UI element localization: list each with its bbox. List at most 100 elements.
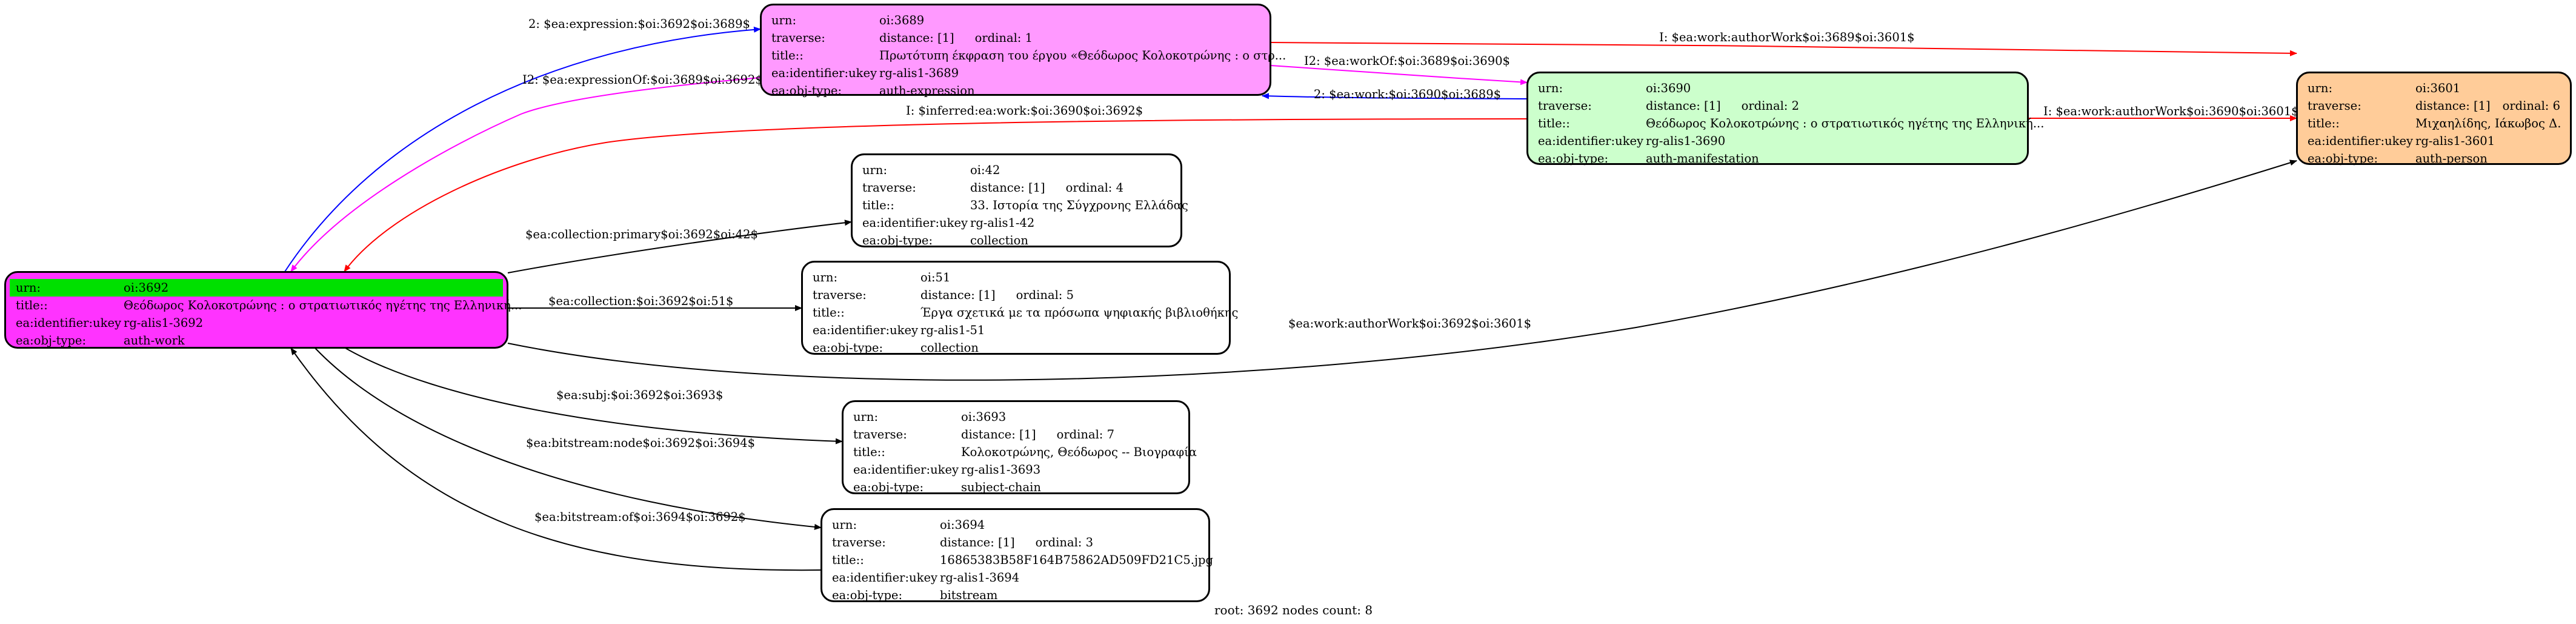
node-row-key: ea:obj-type: bbox=[2308, 152, 2378, 166]
node-row-key: urn: bbox=[832, 518, 857, 532]
node-row-value: rg-alis1-3690 bbox=[1646, 134, 1726, 148]
node-row-key: traverse: bbox=[771, 31, 825, 45]
node-oi-3689[interactable]: urn: oi:3689 traverse: distance: [1] ordinal… bbox=[760, 4, 1286, 98]
node-row-value: bitstream bbox=[940, 588, 998, 602]
node-row-key: ea:identifier:ukey bbox=[813, 323, 918, 337]
node-row-value: distance: [1] bbox=[961, 428, 1036, 441]
edge-label-authorWork-3689: I: $ea:work:authorWork$oi:3689$oi:3601$ bbox=[1659, 30, 1915, 44]
node-row-ordinal: ordinal: 6 bbox=[2502, 99, 2560, 113]
edge-authorWork-3692 bbox=[507, 159, 2297, 381]
node-row-key: ea:identifier:ukey bbox=[771, 66, 877, 80]
node-row: urn:oi:3601 bbox=[2308, 79, 2560, 97]
node-row-key: urn: bbox=[853, 410, 879, 424]
edge-label-bitstream-of: $ea:bitstream:of$oi:3694$oi:3692$ bbox=[534, 510, 746, 524]
node-row: traverse:distance: [1]ordinal: 7 bbox=[853, 426, 1179, 443]
node-row-key: title:: bbox=[862, 198, 894, 212]
node-row: urn:oi:3693 bbox=[853, 408, 1179, 426]
node-row-ordinal: ordinal: 1 bbox=[974, 31, 1033, 45]
node-row-key: traverse: bbox=[1538, 99, 1592, 113]
edge-expressionOf bbox=[290, 77, 761, 272]
spacer bbox=[996, 286, 1016, 304]
node-row-value: rg-alis1-3694 bbox=[940, 571, 1020, 585]
spacer bbox=[1721, 97, 1742, 115]
node-row-value: oi:3689 bbox=[879, 13, 925, 27]
spacer bbox=[1045, 179, 1066, 196]
edge-bitstream-of bbox=[290, 347, 822, 571]
node-row-key: title:: bbox=[853, 445, 885, 459]
node-row-value: rg-alis1-3693 bbox=[961, 463, 1041, 477]
node-row-value: oi:3690 bbox=[1646, 81, 1691, 95]
node-row-key: ea:identifier:ukey bbox=[16, 316, 121, 330]
node-oi-51[interactable]: urn:oi:51 traverse: distance: [1] ordinal: … bbox=[801, 261, 1238, 355]
node-row-key: ea:obj-type: bbox=[771, 84, 842, 98]
node-row-value: Θεόδωρος Κολοκοτρώνης : ο στρατιωτικός η… bbox=[1646, 116, 2045, 130]
node-row-value: Μιχαηλίδης, Ιάκωβος Δ. bbox=[2415, 116, 2561, 130]
node-row: traverse: distance: [1] ordinal: 1 bbox=[771, 29, 1260, 47]
node-row-value: Θεόδωρος Κολοκοτρώνης : ο στρατιωτικός η… bbox=[124, 298, 522, 312]
node-row-key: ea:identifier:ukey bbox=[853, 463, 959, 477]
node-row-key: title:: bbox=[832, 553, 864, 567]
node-row-key: traverse: bbox=[813, 288, 867, 302]
node-row-ordinal: ordinal: 5 bbox=[1016, 288, 1074, 302]
node-row-key: ea:obj-type: bbox=[853, 480, 924, 494]
node-row-key: traverse: bbox=[832, 535, 886, 549]
node-row-value: collection bbox=[970, 233, 1028, 247]
node-row-value: subject-chain bbox=[961, 480, 1041, 494]
node-row: traverse: distance: [1] ordinal: 3 bbox=[832, 534, 1199, 551]
node-row-key: traverse: bbox=[862, 181, 916, 195]
node-row-value: rg-alis1-3689 bbox=[879, 66, 959, 80]
node-row-key: urn: bbox=[771, 13, 797, 27]
node-row-ordinal: ordinal: 2 bbox=[1741, 99, 1799, 113]
node-row: title::Θεόδωρος Κολοκοτρώνης : ο στρατιω… bbox=[1538, 115, 2044, 132]
edge-workOf bbox=[1270, 65, 1528, 86]
edge-label-expression: 2: $ea:expression:$oi:3692$oi:3689$ bbox=[528, 17, 750, 31]
node-row-value: distance: [1] bbox=[940, 535, 1015, 549]
node-row-key: ea:obj-type: bbox=[862, 233, 933, 247]
node-row: ea:obj-type: subject-chain bbox=[853, 478, 1179, 496]
node-row: title::Κολοκοτρώνης, Θεόδωρος -- Βιογραφ… bbox=[853, 443, 1197, 461]
node-row-key: ea:obj-type: bbox=[1538, 152, 1609, 166]
node-row: ea:obj-type:auth-work bbox=[16, 332, 497, 349]
node-row: traverse: distance: [1] ordinal: 5 bbox=[813, 286, 1219, 304]
node-row: urn:oi:3694 bbox=[832, 516, 1199, 534]
spacer bbox=[1036, 426, 1057, 443]
node-row: urn: oi:3689 bbox=[771, 12, 1260, 29]
node-row-ordinal: ordinal: 4 bbox=[1065, 181, 1123, 195]
edge-bitstream-node bbox=[315, 347, 822, 530]
node-row-value: distance: [1] bbox=[2415, 99, 2491, 113]
node-row: ea:obj-type: collection bbox=[862, 232, 1171, 249]
node-row-value: auth-expression bbox=[879, 84, 975, 98]
edge-work bbox=[1262, 93, 1528, 99]
node-row-value: oi:3601 bbox=[2415, 81, 2461, 95]
node-row-value: 33. Ιστορία της Σύγχρονης Ελλάδας bbox=[970, 198, 1188, 212]
node-row-value: distance: [1] bbox=[920, 288, 996, 302]
graph-footer: root: 3692 nodes count: 8 bbox=[1214, 603, 1373, 617]
node-row-key: ea:identifier:ukey bbox=[832, 571, 937, 585]
node-row-key: urn: bbox=[16, 281, 41, 295]
node-row: urn:oi:51 bbox=[813, 269, 1219, 286]
node-row-key: urn: bbox=[813, 270, 838, 284]
node-row: ea:obj-type:auth-manifestation bbox=[1538, 150, 2017, 167]
edge-label-collection: $ea:collection:$oi:3692$oi:51$ bbox=[548, 294, 733, 308]
edge-subj bbox=[345, 347, 843, 445]
node-row: title::33. Ιστορία της Σύγχρονης Ελλάδας bbox=[862, 196, 1188, 214]
node-row-key: ea:obj-type: bbox=[832, 588, 903, 602]
node-row-key: ea:obj-type: bbox=[16, 334, 87, 347]
node-row-key: title:: bbox=[813, 306, 845, 320]
node-row-ordinal: ordinal: 3 bbox=[1035, 535, 1093, 549]
node-row: traverse:distance: [1]ordinal: 6 bbox=[2308, 97, 2560, 115]
node-row-value: distance: [1] bbox=[879, 31, 954, 45]
node-row: title::Μιχαηλίδης, Ιάκωβος Δ. bbox=[2308, 115, 2561, 132]
node-row: urn:oi:42 bbox=[862, 161, 1171, 179]
